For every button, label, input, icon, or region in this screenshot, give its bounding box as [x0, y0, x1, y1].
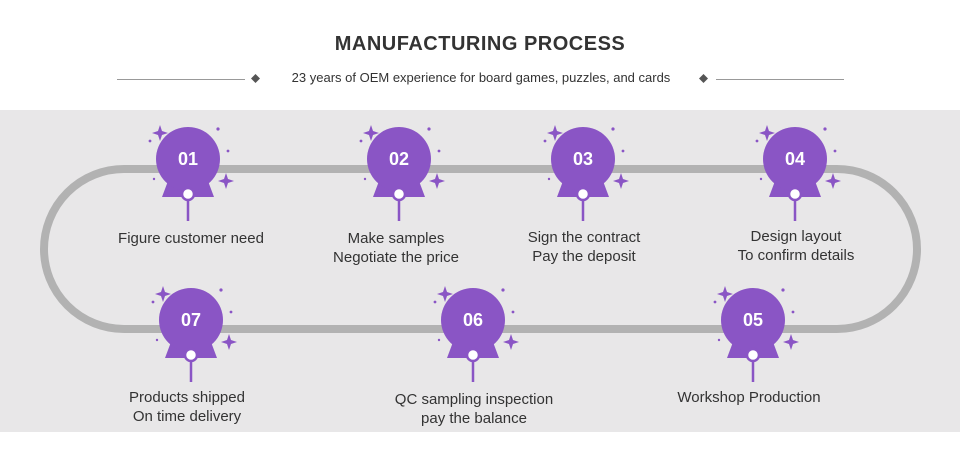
process-panel: 01 02: [0, 110, 960, 432]
step-marker-icon: [359, 125, 445, 221]
page-title: MANUFACTURING PROCESS: [334, 33, 626, 55]
step-label-line: QC sampling inspection: [394, 391, 554, 408]
step-label-line: Products shipped: [129, 389, 245, 406]
step-label-line: Sign the contract: [527, 229, 641, 246]
step-marker-icon: [713, 286, 799, 382]
step-label-line: Design layout: [750, 228, 842, 245]
diamond-icon: [699, 74, 708, 83]
step-number: 04: [784, 149, 806, 169]
step-label-line: Make samples: [347, 230, 445, 247]
step-05-label: Workshop Production: [629, 388, 869, 407]
step-number: 07: [180, 310, 202, 330]
step-label-line: Figure customer need: [118, 230, 264, 247]
step-marker-icon: [433, 286, 519, 382]
step-label-line: On time delivery: [132, 408, 242, 425]
step-label-line: pay the balance: [421, 410, 527, 427]
step-label-line: Workshop Production: [677, 389, 821, 406]
step-number: 03: [572, 149, 594, 169]
step-marker-icon: [543, 125, 629, 221]
step-07-label: Products shipped On time delivery: [67, 388, 307, 426]
subtitle-divider-left: [117, 79, 245, 80]
subtitle-row: 23 years of OEM experience for board gam…: [0, 69, 960, 89]
step-marker-icon: [151, 286, 237, 382]
step-label-line: Negotiate the price: [333, 249, 459, 266]
step-01-label: Figure customer need: [71, 229, 311, 248]
step-06-label: QC sampling inspection pay the balance: [354, 390, 594, 428]
step-number: 02: [388, 149, 410, 169]
step-label-line: To confirm details: [737, 247, 855, 264]
step-04-label: Design layout To confirm details: [676, 227, 916, 265]
subtitle-divider-right: [716, 79, 844, 80]
step-marker-icon: [755, 125, 841, 221]
step-number: 06: [462, 310, 484, 330]
step-marker-icon: [148, 125, 234, 221]
diamond-icon: [251, 74, 260, 83]
step-label-line: Pay the deposit: [532, 248, 636, 265]
subtitle: 23 years of OEM experience for board gam…: [291, 70, 671, 85]
step-number: 01: [177, 149, 199, 169]
step-03-label: Sign the contract Pay the deposit: [464, 228, 704, 266]
step-02-label: Make samples Negotiate the price: [276, 229, 516, 267]
step-number: 05: [742, 310, 764, 330]
